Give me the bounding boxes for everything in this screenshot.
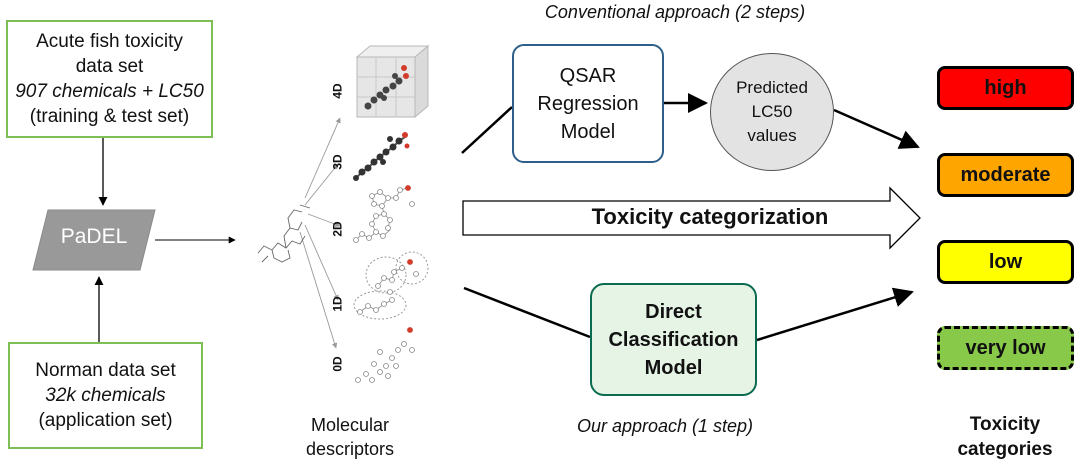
category-very-low-box: very low [937, 326, 1074, 370]
application-line-3: (application set) [38, 410, 173, 431]
direct-line-3: Model [644, 356, 703, 379]
descriptors-caption: Molecular descriptors [285, 413, 415, 461]
category-low-box: low [937, 240, 1074, 284]
direct-line-1: Direct [645, 300, 702, 323]
descriptors-caption-line-2: descriptors [305, 439, 395, 459]
training-line-4: (training & test set) [29, 106, 190, 127]
category-moderate-box: moderate [937, 153, 1074, 197]
toxicity-categories-caption: Toxicity categories [935, 412, 1075, 462]
qsar-regression-model-box: QSAR Regression Model [512, 44, 664, 163]
descriptor-0d-atoms-icon [355, 327, 415, 383]
categorization-big-arrow [462, 186, 921, 250]
descriptors-to-qsar-line [461, 106, 513, 154]
predicted-to-categories-arrow [833, 108, 920, 149]
training-line-2: data set [75, 56, 144, 77]
descriptors-caption-line-1: Molecular [310, 415, 390, 435]
qsar-line-3: Model [560, 120, 616, 143]
predicted-line-2: LC50 [751, 102, 793, 121]
descriptor-2d-molecule-icon [353, 185, 415, 243]
training-line-1: Acute fish toxicity [36, 31, 183, 52]
toxicity-categorization-label: Toxicity categorization [591, 204, 829, 229]
descriptor-3d-molecule-icon [353, 132, 410, 181]
predicted-lc50-circle: Predicted LC50 values [710, 53, 834, 171]
direct-to-categories-arrow [756, 287, 914, 342]
qsar-line-2: Regression [537, 92, 639, 115]
training-line-3: 907 chemicals + LC50 [15, 81, 204, 102]
padel-shape [32, 209, 156, 271]
padel-label: PaDEL [60, 225, 128, 248]
qsar-line-1: QSAR [559, 64, 617, 87]
application-line-2: 32k chemicals [45, 385, 166, 406]
conventional-approach-caption: Conventional approach (2 steps) [544, 2, 806, 22]
training-dataset-box: Acute fish toxicity data set 907 chemica… [6, 20, 213, 138]
descriptors-to-direct-line [463, 286, 591, 339]
descriptor-1d-molecule-icon [353, 251, 429, 320]
predicted-line-1: Predicted [736, 78, 808, 97]
application-line-1: Norman data set [35, 360, 176, 381]
our-approach-caption: Our approach (1 step) [576, 416, 754, 436]
category-high-box: high [937, 66, 1074, 110]
application-dataset-box: Norman data set 32k chemicals (applicati… [8, 342, 203, 449]
predicted-line-3: values [747, 126, 797, 145]
direct-line-2: Classification [608, 328, 739, 351]
direct-classification-model-box: Direct Classification Model [590, 283, 757, 396]
categories-caption-line-2: categories [957, 439, 1053, 460]
descriptor-4d-cube-icon [355, 44, 430, 119]
categories-caption-line-1: Toxicity [969, 414, 1041, 435]
descriptor-fanout-arrows [299, 117, 341, 349]
